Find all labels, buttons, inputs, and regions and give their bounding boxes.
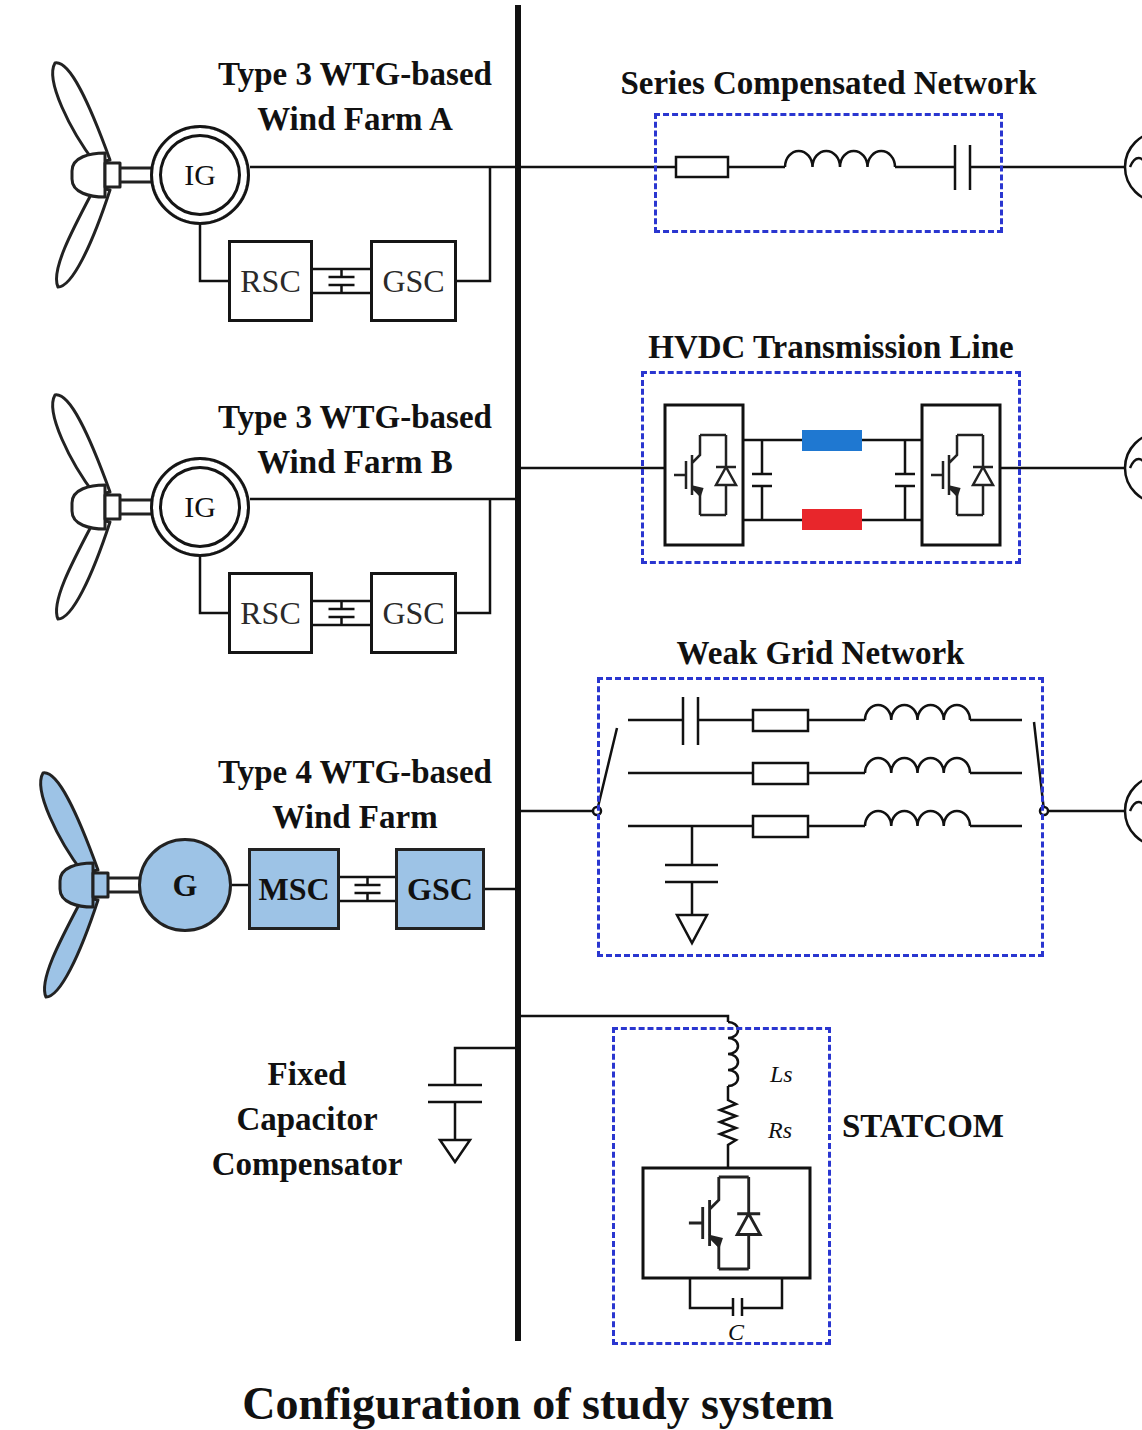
turbine-a-part xyxy=(53,63,152,287)
wiring-part xyxy=(518,1016,736,1168)
component-symbols-part xyxy=(753,816,808,837)
node-label: RSC xyxy=(240,595,300,632)
node-label: GSC xyxy=(382,595,444,632)
wiring-part xyxy=(1130,158,1142,811)
dc-pole-negative xyxy=(802,509,862,530)
group-heading: HVDC Transmission Line xyxy=(648,329,1014,366)
converter-symbols-part xyxy=(689,1177,760,1269)
wiring-part xyxy=(785,151,895,167)
node-label: IG xyxy=(184,158,216,192)
symbol-label: C xyxy=(728,1320,744,1344)
converter-box: GSC xyxy=(370,240,457,322)
component-symbols-part xyxy=(922,405,1000,545)
dc-link xyxy=(313,269,370,293)
wiring-part xyxy=(518,722,1125,811)
symbol-label: Ls xyxy=(770,1062,793,1086)
turbine-a xyxy=(53,63,152,287)
symbol-label: Rs xyxy=(768,1118,792,1142)
turbine-type4 xyxy=(41,773,140,997)
converter-box: GSC xyxy=(370,572,457,654)
wire xyxy=(200,557,228,613)
component-symbols-part xyxy=(643,1168,810,1278)
component-symbols-part xyxy=(676,157,728,177)
wiring-part xyxy=(865,758,970,773)
figure-caption: Configuration of study system xyxy=(0,1376,1076,1430)
wiring xyxy=(250,145,1142,1316)
converter-box: MSC xyxy=(248,848,340,930)
node-label: GSC xyxy=(382,263,444,300)
wire xyxy=(232,884,248,887)
converter-box: GSC xyxy=(395,848,485,930)
component-symbols-part xyxy=(1125,776,1142,846)
wire xyxy=(200,225,228,281)
section-label: Type 3 WTG-based Wind Farm B xyxy=(190,395,520,485)
converter-box: RSC xyxy=(228,572,313,654)
converter-box: RSC xyxy=(228,240,313,322)
generator-circle: G xyxy=(138,838,232,932)
dc-link xyxy=(340,877,395,901)
generator-circle: IG xyxy=(150,457,250,557)
wiring-part xyxy=(752,440,915,520)
group-heading: Series Compensated Network xyxy=(620,65,1036,102)
wiring-part xyxy=(628,772,1022,775)
turbine-b-part xyxy=(53,395,152,619)
wiring-part xyxy=(690,1278,782,1316)
ac-bus xyxy=(515,5,521,1341)
network-group: Weak Grid Network xyxy=(597,677,1044,957)
component-symbols xyxy=(593,132,1142,1278)
node-label: GSC xyxy=(407,871,473,908)
component-symbols-part xyxy=(1125,433,1142,503)
node-label: MSC xyxy=(258,871,329,908)
generator-circle: IG xyxy=(150,125,250,225)
section-label: Fixed Capacitor Compensator xyxy=(193,1052,421,1187)
wiring-part xyxy=(628,697,1022,745)
turbine-b xyxy=(53,395,152,619)
wiring-part xyxy=(865,705,970,720)
network-group: HVDC Transmission Line xyxy=(641,371,1021,564)
component-symbols-part xyxy=(1125,132,1142,202)
node-label: IG xyxy=(184,490,216,524)
section-label: Type 3 WTG-based Wind Farm A xyxy=(190,52,520,142)
wiring-part xyxy=(628,826,1022,915)
component-symbols-part xyxy=(665,405,743,545)
statcom-group: STATCOM xyxy=(612,1027,831,1345)
wiring-part xyxy=(865,811,970,826)
group-heading: STATCOM xyxy=(842,1108,1004,1145)
wiring-part xyxy=(428,1048,518,1162)
dc-pole-positive xyxy=(802,430,862,451)
converter-symbols-part xyxy=(931,435,993,515)
dc-link xyxy=(313,601,370,625)
component-symbols-part xyxy=(753,763,808,784)
group-heading: Weak Grid Network xyxy=(677,635,965,672)
node-label: G xyxy=(173,867,198,904)
converter-symbols-part xyxy=(674,435,736,515)
wiring-part xyxy=(677,915,707,943)
wiring-part xyxy=(518,440,1125,520)
wiring-part xyxy=(728,1022,738,1086)
wiring-part xyxy=(250,145,1125,190)
section-label: Type 4 WTG-based Wind Farm xyxy=(190,750,520,840)
network-group: Series Compensated Network xyxy=(654,113,1003,233)
component-symbols-part xyxy=(753,710,808,731)
turbine-type4-part xyxy=(41,773,140,997)
node-label: RSC xyxy=(240,263,300,300)
